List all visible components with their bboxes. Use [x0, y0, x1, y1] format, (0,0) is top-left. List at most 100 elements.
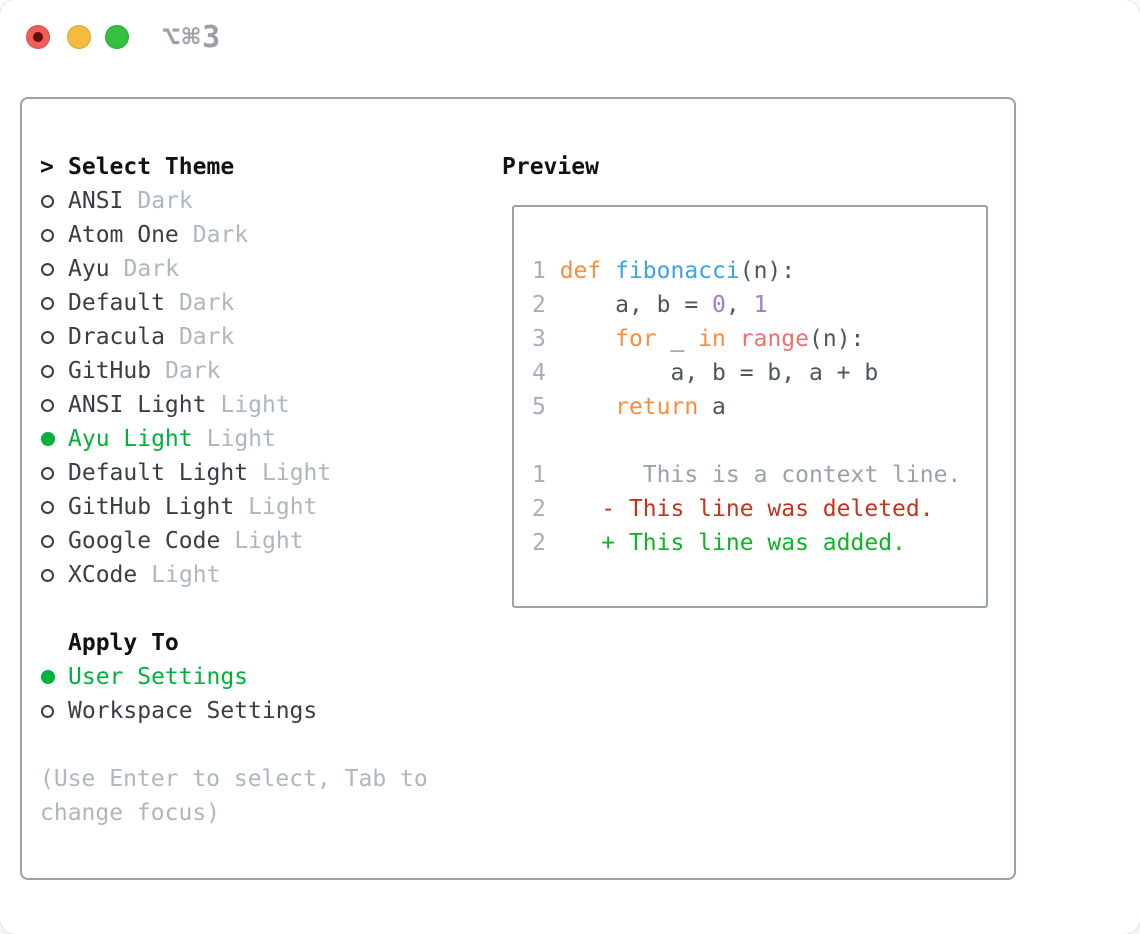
- token-keyword: return: [615, 394, 699, 420]
- token-default: a, b =: [559, 292, 713, 318]
- token-keyword: def: [559, 258, 616, 284]
- option-label: Ayu Light: [68, 426, 193, 452]
- theme-variant-label: Light: [248, 494, 318, 520]
- theme-variant-label: Dark: [123, 256, 179, 282]
- option-label: Dracula: [68, 324, 165, 350]
- token-keyword: for: [615, 326, 657, 352]
- option-label: Ayu: [68, 256, 110, 282]
- radio-unselected-icon: [41, 364, 54, 378]
- theme-variant-label: Dark: [137, 188, 193, 214]
- theme-option[interactable]: Google Code Light: [40, 524, 490, 558]
- token-default: a, b = b, a + b: [559, 360, 879, 386]
- apply-to-option[interactable]: Workspace Settings: [40, 694, 490, 728]
- theme-option[interactable]: Ayu Dark: [40, 252, 490, 286]
- token-keyword: in: [698, 326, 726, 352]
- option-label: User Settings: [68, 664, 249, 690]
- radio-selected-icon: [41, 432, 55, 446]
- zoom-button[interactable]: [105, 25, 129, 49]
- code-line: [532, 424, 961, 458]
- token-lineno: 3: [532, 326, 560, 352]
- theme-option[interactable]: GitHub Dark: [40, 354, 490, 388]
- option-label: GitHub Light: [68, 494, 235, 520]
- radio-unselected-icon: [41, 534, 54, 548]
- token-lineno: 2: [532, 292, 560, 318]
- option-label: ANSI Light: [68, 392, 207, 418]
- radio-unselected-icon: [41, 194, 54, 208]
- option-label: Workspace Settings: [68, 698, 318, 724]
- radio-unselected-icon: [41, 228, 54, 242]
- code-line: 2 a, b = 0, 1: [532, 288, 961, 322]
- theme-variant-label: Light: [151, 562, 221, 588]
- theme-option[interactable]: ANSI Dark: [40, 184, 490, 218]
- token-default: [726, 326, 740, 352]
- token-lineno: 2: [532, 496, 560, 522]
- select-theme-title: Select Theme: [68, 154, 235, 180]
- radio-unselected-icon: [41, 330, 54, 344]
- theme-variant-label: Dark: [178, 290, 235, 316]
- option-label: Default Light: [68, 460, 249, 486]
- theme-variant-label: Dark: [165, 358, 221, 384]
- hint-line-2: change focus): [40, 800, 221, 826]
- option-label: Google Code: [68, 528, 221, 554]
- radio-unselected-icon: [41, 262, 54, 276]
- token-default: [560, 530, 602, 556]
- option-label: GitHub: [68, 358, 152, 384]
- token-default: _: [656, 326, 699, 352]
- option-label: Default: [68, 290, 165, 316]
- apply-to-option[interactable]: User Settings: [40, 660, 490, 694]
- token-default: a: [698, 394, 726, 420]
- theme-variant-label: Light: [206, 426, 276, 452]
- token-default: (n):: [739, 258, 796, 284]
- preview-title: Preview: [502, 154, 599, 180]
- theme-variant-label: Light: [220, 392, 290, 418]
- theme-option[interactable]: ANSI Light Light: [40, 388, 490, 422]
- token-default: [560, 496, 602, 522]
- hint-line-1: (Use Enter to select, Tab to: [40, 766, 428, 792]
- theme-option[interactable]: GitHub Light Light: [40, 490, 490, 524]
- theme-variant-label: Light: [234, 528, 304, 554]
- token-context: This is a context line.: [559, 462, 962, 488]
- theme-option[interactable]: XCode Light: [40, 558, 490, 592]
- option-label: ANSI: [68, 188, 124, 214]
- radio-selected-icon: [41, 670, 55, 684]
- minimize-button[interactable]: [67, 25, 91, 49]
- token-function: fibonacci: [615, 258, 740, 284]
- close-button[interactable]: [26, 25, 50, 49]
- token-default: ,: [725, 292, 754, 318]
- theme-option[interactable]: Default Light Light: [40, 456, 490, 490]
- radio-unselected-icon: [41, 296, 54, 310]
- code-line: 1 def fibonacci(n):: [532, 254, 961, 288]
- select-theme-header: > Select Theme: [40, 150, 490, 184]
- token-number: 0: [712, 292, 726, 318]
- token-lineno: 5: [532, 394, 560, 420]
- radio-unselected-icon: [41, 704, 54, 718]
- titlebar: ⌥⌘3: [0, 0, 1140, 70]
- token-lineno: 2: [532, 530, 560, 556]
- apply-to-title: Apply To: [68, 630, 179, 656]
- code-line: 1 This is a context line.: [532, 458, 961, 492]
- theme-option[interactable]: Ayu Light Light: [40, 422, 490, 456]
- token-number: 1: [753, 292, 768, 318]
- token-deleted: - This line was deleted.: [601, 496, 934, 522]
- token-default: [560, 394, 615, 420]
- theme-option[interactable]: Default Dark: [40, 286, 490, 320]
- radio-unselected-icon: [41, 568, 54, 582]
- token-lineno: 1: [532, 462, 560, 488]
- unsaved-changes-dot-icon: [33, 32, 43, 42]
- radio-unselected-icon: [41, 398, 54, 412]
- option-label: XCode: [68, 562, 138, 588]
- theme-variant-label: Light: [262, 460, 332, 486]
- code-line: 2 - This line was deleted.: [532, 492, 961, 526]
- spacer: [40, 728, 490, 762]
- token-default: (n):: [809, 326, 865, 352]
- token-default: [560, 326, 615, 352]
